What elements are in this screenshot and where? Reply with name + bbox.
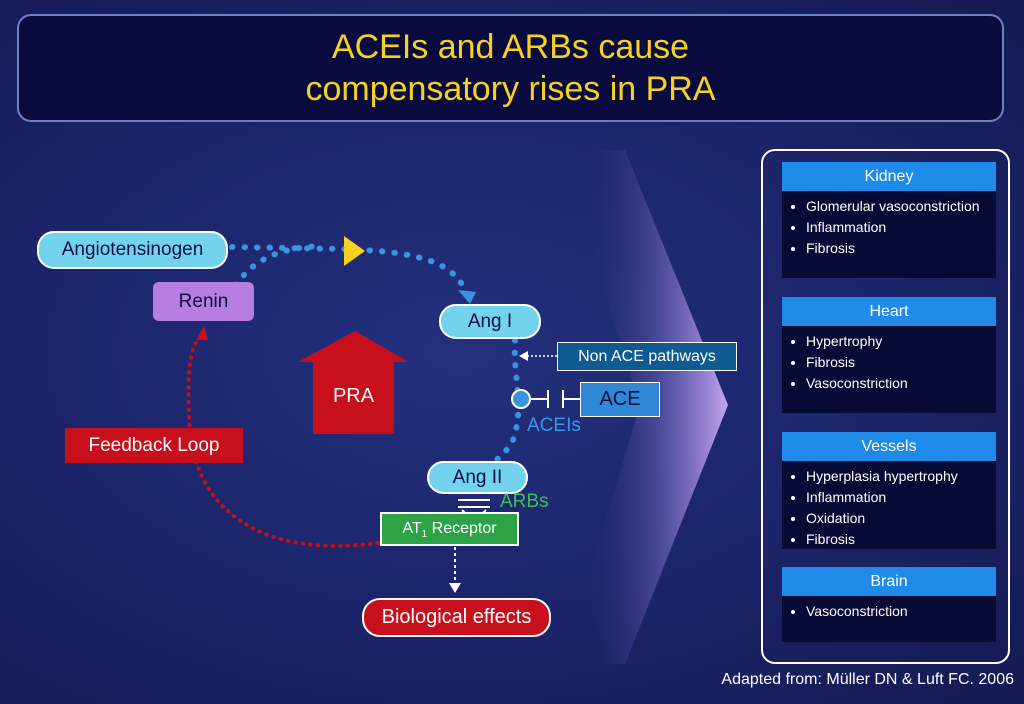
arbs-label: ARBs	[500, 491, 549, 512]
brain-header: Brain	[782, 567, 996, 596]
at1-suffix: Receptor	[427, 520, 497, 537]
biological-effects-node: Biological effects	[362, 598, 551, 637]
ang2-node: Ang II	[427, 461, 528, 494]
ang1-node: Ang I	[439, 304, 541, 339]
at1-to-bio-arrowhead	[449, 583, 461, 593]
renin-dotted-arc	[233, 243, 323, 288]
title-banner: ACEIs and ARBs cause compensatory rises …	[17, 14, 1004, 122]
vessels-effect-item: Hyperplasia hypertrophy	[806, 466, 996, 487]
aceis-label: ACEIs	[527, 415, 581, 436]
kidney-header: Kidney	[782, 162, 996, 191]
at1-subscript: 1	[421, 529, 428, 541]
feedback-loop-node: Feedback Loop	[65, 428, 243, 463]
vessels-effect-item: Inflammation	[806, 487, 996, 508]
heart-effect-item: Fibrosis	[806, 352, 996, 373]
non-ace-pathways-node: Non ACE pathways	[557, 342, 737, 371]
renin-node: Renin	[153, 282, 254, 321]
pra-up-arrow	[298, 331, 409, 434]
title-line-1: ACEIs and ARBs cause	[331, 28, 690, 66]
heart-effect-item: Vasoconstriction	[806, 373, 996, 394]
vessels-effects: Hyperplasia hypertrophy Inflammation Oxi…	[782, 461, 996, 550]
title-line-2: compensatory rises in PRA	[305, 70, 716, 108]
kidney-effect-item: Glomerular vasoconstriction	[806, 196, 996, 217]
brain-effects: Vasoconstriction	[782, 596, 996, 622]
heart-card: Heart Hypertrophy Fibrosis Vasoconstrict…	[782, 297, 996, 413]
yellow-triangle	[344, 236, 365, 266]
acei-inhibitor-circle	[511, 389, 531, 409]
heart-effects: Hypertrophy Fibrosis Vasoconstriction	[782, 326, 996, 394]
vessels-effect-item: Fibrosis	[806, 529, 996, 550]
heart-header: Heart	[782, 297, 996, 326]
kidney-effect-item: Inflammation	[806, 217, 996, 238]
ang1-to-ang2-path	[492, 337, 522, 465]
at1-receptor-node: AT1 Receptor	[380, 512, 519, 546]
vessels-header: Vessels	[782, 432, 996, 461]
heart-effect-item: Hypertrophy	[806, 331, 996, 352]
kidney-effects: Glomerular vasoconstriction Inflammation…	[782, 191, 996, 259]
ang1-arrowhead	[458, 290, 476, 304]
kidney-effect-item: Fibrosis	[806, 238, 996, 259]
citation-footer: Adapted from: Müller DN & Luft FC. 2006	[721, 671, 1014, 688]
brain-effect-item: Vasoconstriction	[806, 601, 996, 622]
ace-node: ACE	[580, 382, 660, 417]
vessels-effect-item: Oxidation	[806, 508, 996, 529]
angiotensinogen-node: Angiotensinogen	[37, 231, 228, 269]
brain-card: Brain Vasoconstriction	[782, 567, 996, 642]
pra-label: PRA	[332, 385, 375, 407]
non-ace-arrowhead	[519, 351, 528, 361]
organ-panel	[761, 149, 1010, 664]
at1-prefix: AT	[402, 520, 422, 537]
feedback-arrowhead	[196, 326, 208, 340]
vessels-card: Vessels Hyperplasia hypertrophy Inflamma…	[782, 432, 996, 549]
kidney-card: Kidney Glomerular vasoconstriction Infla…	[782, 162, 996, 278]
